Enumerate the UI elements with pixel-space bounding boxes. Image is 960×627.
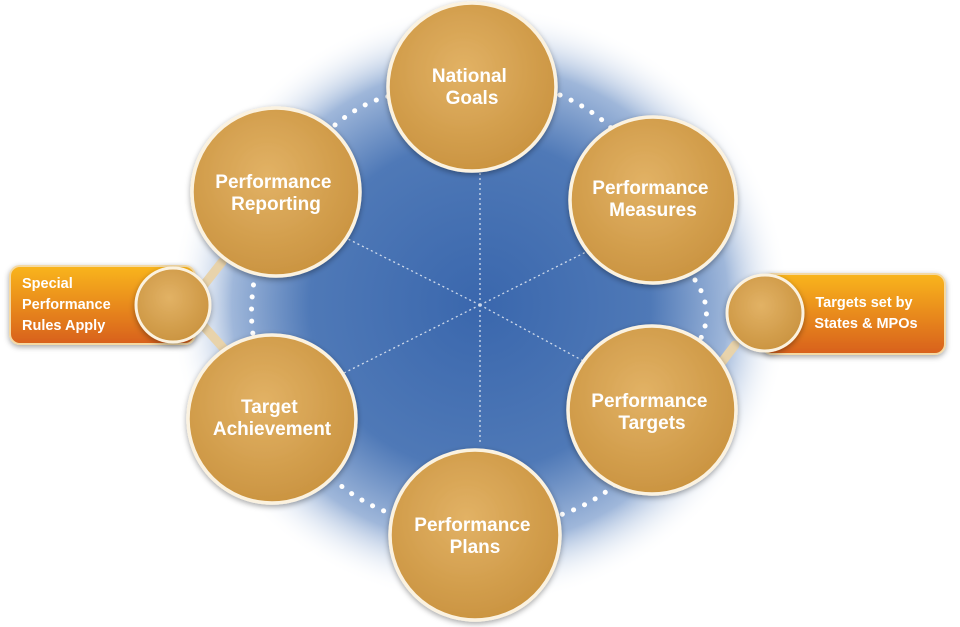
node-performance-measures-label: Performance Measures [592,178,713,221]
connector-right [717,340,740,367]
node-performance-reporting: Performance Reporting [190,106,362,278]
node-target-achievement-line-2: Achievement [213,419,332,440]
callout-right-line-2: States & MPOs [814,316,917,332]
node-performance-reporting-line-2: Reporting [231,194,321,215]
callout-left-bubble [134,266,212,344]
node-target-achievement-line-1: Target [241,397,298,418]
node-performance-plans-circle [388,448,562,622]
spoke-performance-measures [479,244,601,306]
node-performance-plans-label: Performance Plans [414,515,535,558]
callout-left-line-2: Performance [22,297,111,313]
node-national-goals-line-2: Goals [446,88,499,109]
node-target-achievement-circle [186,333,358,505]
node-performance-targets: Performance Targets [566,324,738,496]
node-performance-plans: Performance Plans [388,448,562,622]
node-performance-measures-line-2: Measures [609,200,697,221]
node-performance-targets-circle [566,324,738,496]
node-performance-reporting-label: Performance Reporting [215,172,336,215]
node-performance-reporting-circle [190,106,362,278]
callout-right-bubble [725,273,805,353]
node-performance-measures: Performance Measures [568,115,738,285]
callout-right: Targets set by States & MPOs [725,273,946,355]
callout-left-line-3: Rules Apply [22,318,105,334]
node-performance-measures-line-1: Performance [592,178,708,199]
node-national-goals-line-1: National [432,66,507,87]
node-performance-targets-line-1: Performance [591,391,707,412]
node-national-goals: National Goals [386,1,558,173]
node-performance-plans-line-2: Plans [450,537,501,558]
node-performance-plans-line-1: Performance [414,515,530,536]
callout-left-label: Special Performance Rules Apply [22,276,115,334]
node-performance-targets-line-2: Targets [618,413,685,434]
node-target-achievement-label: Target Achievement [213,397,332,440]
node-target-achievement: Target Achievement [186,333,358,505]
callout-left: Special Performance Rules Apply [9,265,212,345]
node-performance-measures-circle [568,115,738,285]
spoke-performance-reporting [339,234,481,306]
node-performance-targets-label: Performance Targets [591,391,712,434]
callout-right-line-1: Targets set by [815,295,912,311]
node-national-goals-circle [386,1,558,173]
node-performance-reporting-line-1: Performance [215,172,331,193]
node-national-goals-label: National Goals [432,66,512,109]
spoke-target-achievement [339,304,481,376]
spokes [339,170,601,445]
callout-right-label: Targets set by States & MPOs [814,295,917,332]
dots-goals-measures [557,92,621,138]
callout-left-line-1: Special [22,276,73,292]
